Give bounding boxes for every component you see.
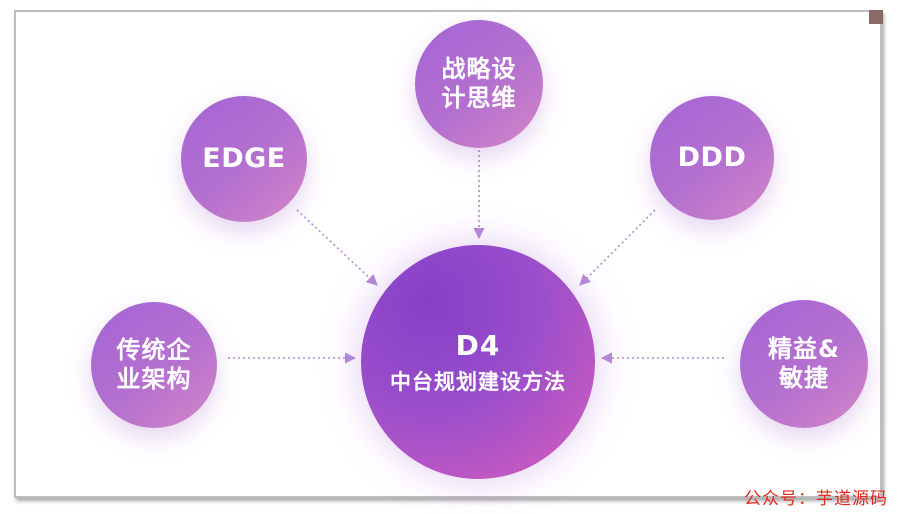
node-lean-agile: 精益& 敏捷: [740, 300, 868, 428]
connector-edge: [296, 209, 378, 286]
node-ddd-label: DDD: [677, 141, 747, 173]
center-subtitle: 中台规划建设方法: [390, 370, 566, 395]
node-traditional-enterprise-architecture: 传统企 业架构: [91, 302, 217, 428]
center-title: D4: [455, 328, 501, 362]
node-strategy-line2: 计思维: [441, 84, 517, 112]
node-edge-label: EDGE: [202, 142, 286, 174]
node-legacy-line1: 传统企: [116, 336, 192, 365]
node-center-d4: D4 中台规划建设方法: [361, 245, 595, 479]
corner-mark: [869, 10, 883, 24]
node-edge: EDGE: [181, 96, 307, 222]
node-legacy-line2: 业架构: [116, 365, 192, 393]
watermark-text: 公众号：芋道源码: [744, 489, 888, 509]
connector-ddd: [579, 209, 656, 286]
node-ddd: DDD: [650, 96, 774, 220]
node-strategy-line1: 战略设: [441, 55, 517, 84]
node-lean-line1: 精益&: [768, 335, 840, 364]
node-lean-line2: 敏捷: [779, 364, 829, 392]
node-strategy-design-thinking: 战略设 计思维: [415, 20, 543, 148]
